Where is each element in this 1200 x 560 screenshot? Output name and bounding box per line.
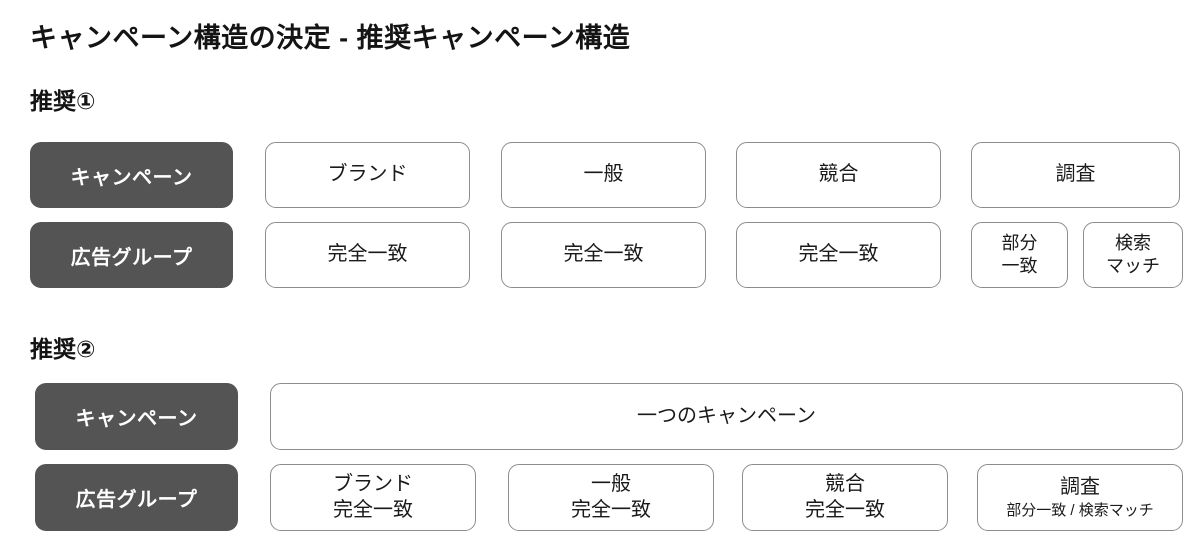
section-heading-2: 推奨② <box>30 336 96 362</box>
box-line: 完全一致 <box>805 498 885 521</box>
box-line: 調査 <box>1055 163 1096 186</box>
section-heading-1: 推奨① <box>30 88 96 114</box>
adgroup-box-brand-exact[interactable]: ブランド 完全一致 <box>270 464 476 531</box>
role-label-adgroup-2: 広告グループ <box>35 464 238 531</box>
box-line: 調査 <box>1060 476 1100 499</box>
role-label-campaign-1: キャンペーン <box>30 142 233 208</box>
box-line: 完全一致 <box>798 243 879 266</box>
adgroup-box-exact-1[interactable]: 完全一致 <box>265 222 470 288</box>
page-title: キャンペーン構造の決定 - 推奨キャンペーン構造 <box>30 23 631 53</box>
adgroup-box-exact-3[interactable]: 完全一致 <box>736 222 941 288</box>
box-line: 競合 <box>825 472 865 495</box>
box-line: 完全一致 <box>571 498 651 521</box>
adgroup-box-broad[interactable]: 検索 マッチ <box>1083 222 1183 288</box>
campaign-box-single[interactable]: 一つのキャンペーン <box>270 383 1183 450</box>
adgroup-box-exact-2[interactable]: 完全一致 <box>501 222 706 288</box>
box-line: 部分 <box>1001 232 1038 253</box>
box-line: 競合 <box>818 163 859 186</box>
role-label-campaign-2: キャンペーン <box>35 383 238 450</box>
campaign-box-generic[interactable]: 一般 <box>501 142 706 208</box>
campaign-box-competitor[interactable]: 競合 <box>736 142 941 208</box>
box-line: 検索 <box>1115 232 1151 253</box>
box-line: 部分一致 / 検索マッチ <box>1006 501 1154 519</box>
campaign-box-research[interactable]: 調査 <box>971 142 1180 208</box>
box-line: 一般 <box>591 472 631 495</box>
adgroup-box-competitor-exact[interactable]: 競合 完全一致 <box>742 464 948 531</box>
box-line: 一つのキャンペーン <box>637 404 816 427</box>
campaign-box-brand[interactable]: ブランド <box>265 142 470 208</box>
box-line: ブランド <box>333 472 413 495</box>
box-line: 完全一致 <box>327 243 408 266</box>
box-line: マッチ <box>1106 256 1160 276</box>
box-line: 一般 <box>583 163 624 186</box>
adgroup-box-generic-exact[interactable]: 一般 完全一致 <box>508 464 714 531</box>
adgroup-box-research-phrase-broad[interactable]: 調査 部分一致 / 検索マッチ <box>977 464 1183 531</box>
role-label-adgroup-1: 広告グループ <box>30 222 233 288</box>
adgroup-box-phrase[interactable]: 部分 一致 <box>971 222 1068 288</box>
box-line: 一致 <box>1001 256 1038 276</box>
box-line: 完全一致 <box>563 243 644 266</box>
box-line: 完全一致 <box>333 498 413 521</box>
box-line: ブランド <box>327 163 408 186</box>
